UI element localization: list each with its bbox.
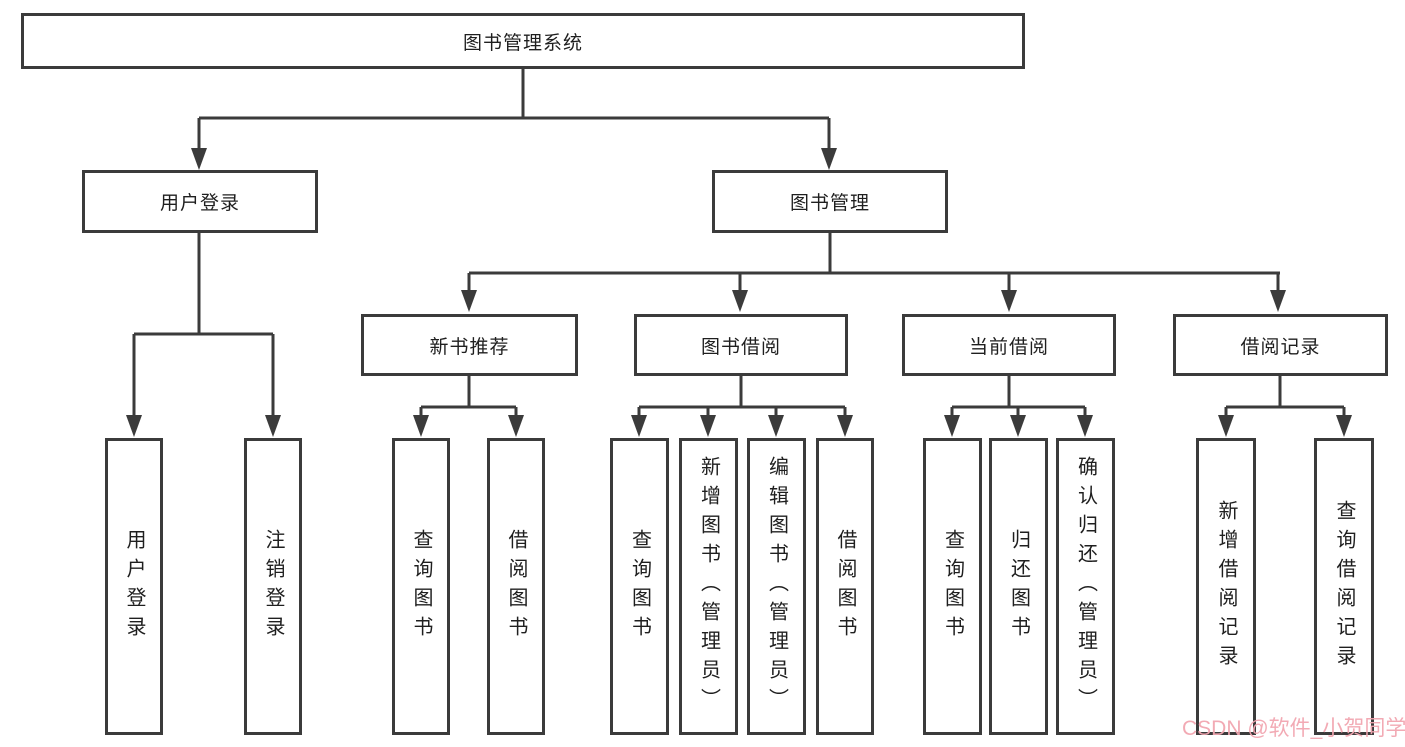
node-current-borrowing: 当前借阅 — [902, 314, 1116, 376]
leaf-edit-book-admin: 编辑图书（管理员） — [747, 438, 806, 735]
node-user-login: 用户登录 — [82, 170, 318, 233]
leaf-query-books-current: 查询图书 — [923, 438, 982, 735]
node-borrowing-records: 借阅记录 — [1173, 314, 1388, 376]
arrowheads — [126, 148, 1352, 437]
leaf-confirm-return-admin: 确认归还（管理员） — [1056, 438, 1115, 735]
leaf-label: 查询图书 — [941, 528, 964, 645]
leaf-query-borrow-record: 查询借阅记录 — [1314, 438, 1374, 735]
leaf-label: 新增借阅记录 — [1215, 499, 1237, 674]
leaf-label: 确认归还（管理员） — [1074, 456, 1097, 717]
leaf-borrow-books-borrowing: 借阅图书 — [816, 438, 874, 735]
leaf-label: 编辑图书（管理员） — [765, 456, 788, 717]
leaf-label: 借阅图书 — [505, 528, 527, 645]
leaf-label: 查询图书 — [410, 528, 432, 645]
leaf-label: 查询借阅记录 — [1333, 499, 1355, 674]
node-book-management: 图书管理 — [712, 170, 948, 233]
leaf-label: 查询图书 — [628, 528, 651, 645]
leaf-return-books: 归还图书 — [989, 438, 1048, 735]
leaf-label: 借阅图书 — [834, 528, 856, 645]
leaf-logout: 注销登录 — [244, 438, 302, 735]
leaf-add-book-admin: 新增图书（管理员） — [679, 438, 738, 735]
csdn-watermark: CSDN @软件_小贺同学 — [1182, 717, 1405, 740]
leaf-label: 新增图书（管理员） — [697, 456, 720, 717]
node-book-borrowing: 图书借阅 — [634, 314, 848, 376]
leaf-query-books-recommend: 查询图书 — [392, 438, 450, 735]
leaf-user-login: 用户登录 — [105, 438, 163, 735]
leaf-label: 注销登录 — [262, 528, 284, 645]
node-library-management-system: 图书管理系统 — [21, 13, 1025, 69]
node-new-book-recommendation: 新书推荐 — [361, 314, 578, 376]
leaf-label: 归还图书 — [1007, 528, 1030, 645]
leaf-label: 用户登录 — [123, 528, 145, 645]
leaf-add-borrow-record: 新增借阅记录 — [1196, 438, 1256, 735]
leaf-borrow-books-recommend: 借阅图书 — [487, 438, 545, 735]
leaf-query-books-borrowing: 查询图书 — [610, 438, 669, 735]
